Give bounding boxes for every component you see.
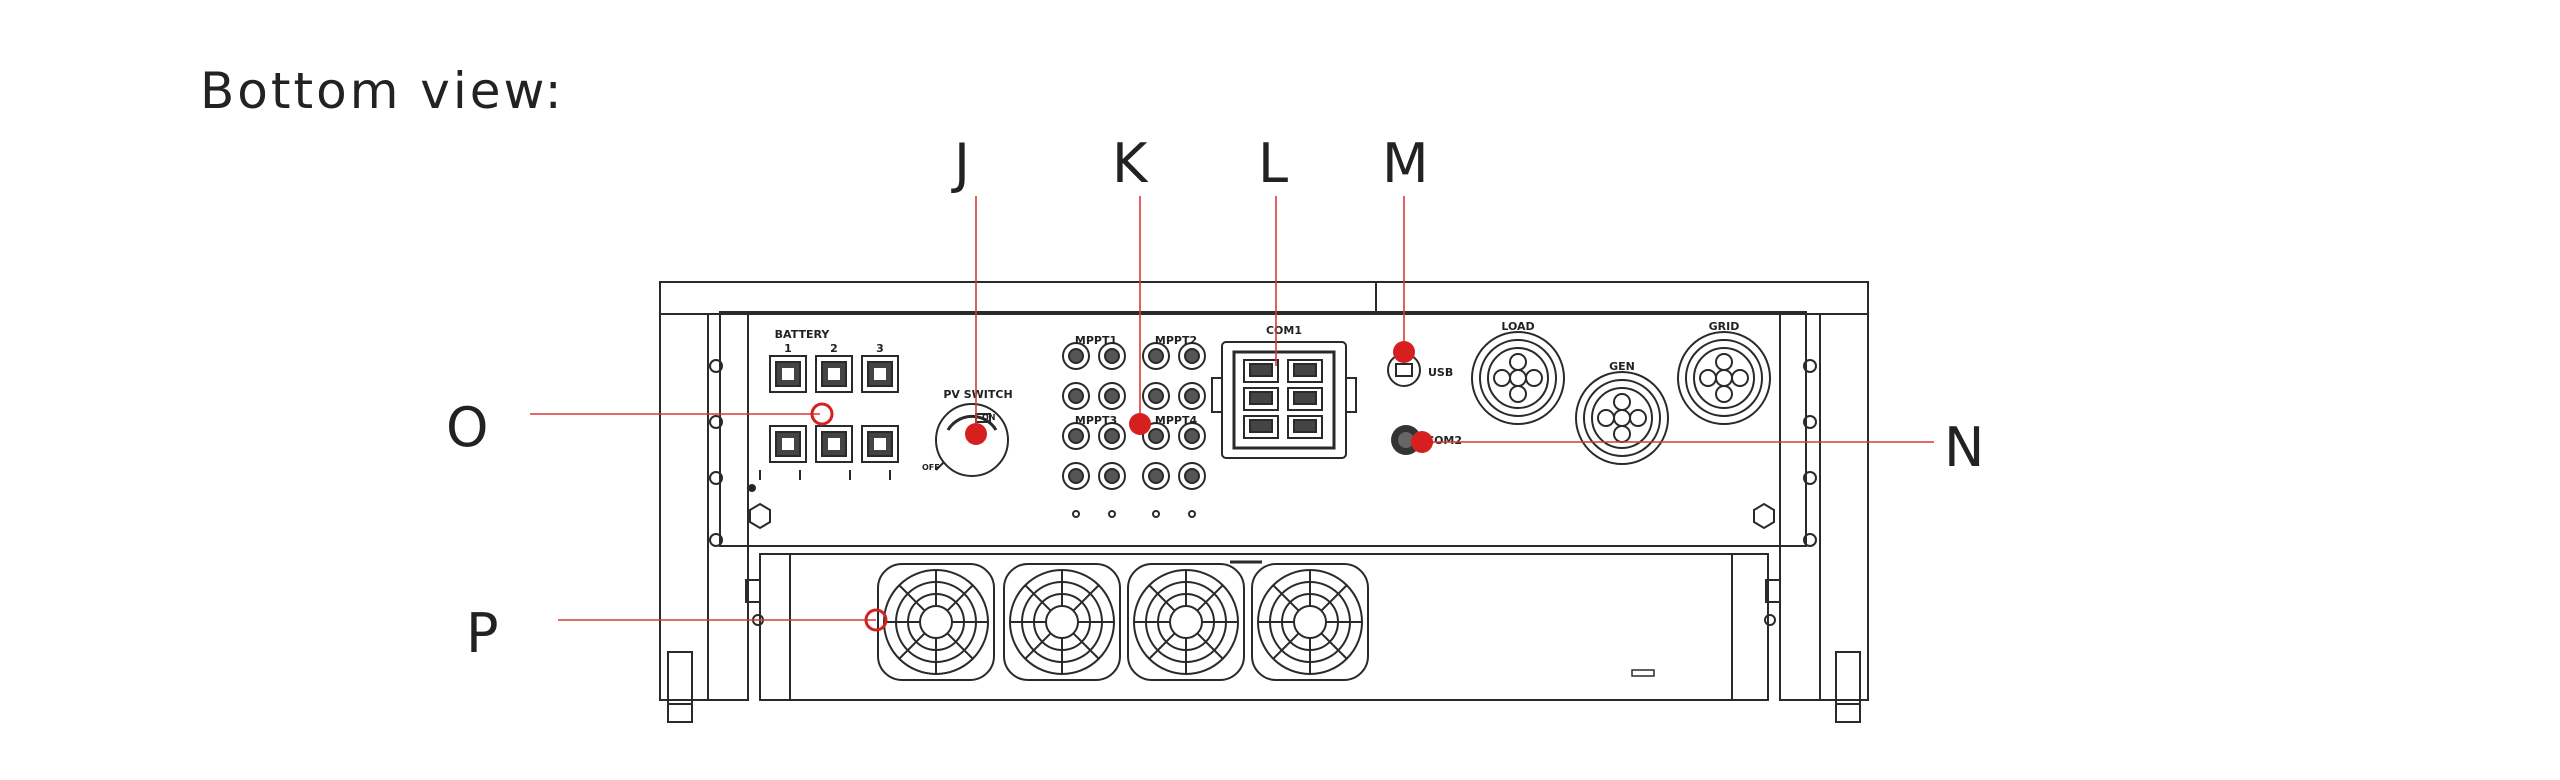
marker-p bbox=[864, 608, 888, 632]
marker-m bbox=[1393, 341, 1415, 363]
mppt1-label: MPPT1 bbox=[1075, 334, 1117, 347]
callout-k: K bbox=[1112, 132, 1149, 195]
com1-socket bbox=[1243, 387, 1279, 411]
pv-switch bbox=[935, 403, 1009, 477]
gen-label: GEN bbox=[1609, 360, 1635, 373]
mppt-connector-group bbox=[1062, 422, 1126, 490]
pv-on-label: ON bbox=[982, 413, 996, 422]
battery-connectors bbox=[748, 355, 899, 492]
cooling-fans bbox=[877, 563, 1369, 681]
callout-n: N bbox=[1944, 416, 1984, 479]
marker-k bbox=[1129, 413, 1151, 435]
connection-panel bbox=[719, 311, 1807, 547]
mppt-connector-group bbox=[1142, 422, 1206, 490]
hex-nut-left bbox=[749, 502, 771, 530]
callout-l: L bbox=[1258, 132, 1288, 195]
pv-switch-label: PV SWITCH bbox=[943, 388, 1012, 401]
fan bbox=[1127, 563, 1245, 681]
mppt2-label: MPPT2 bbox=[1155, 334, 1197, 347]
top-lid bbox=[659, 281, 1869, 315]
battery-1-label: 1 bbox=[784, 342, 792, 355]
com1-port bbox=[1211, 341, 1357, 459]
hex-nut-right bbox=[1753, 502, 1775, 530]
pv-off-label: OFF bbox=[922, 463, 940, 472]
com2-label: COM2 bbox=[1426, 434, 1462, 447]
callout-j: J bbox=[951, 132, 970, 195]
battery-terminal bbox=[769, 425, 807, 463]
battery-terminal bbox=[861, 355, 899, 393]
callout-m: M bbox=[1382, 132, 1429, 195]
callout-p: P bbox=[466, 602, 499, 665]
marker-n bbox=[1411, 431, 1433, 453]
com1-socket bbox=[1287, 415, 1323, 439]
battery-terminal bbox=[861, 425, 899, 463]
usb-label: USB bbox=[1428, 366, 1453, 379]
load-gland bbox=[1471, 331, 1565, 425]
com1-socket bbox=[1243, 415, 1279, 439]
gen-gland bbox=[1575, 371, 1669, 465]
marker-j bbox=[965, 423, 987, 445]
fan bbox=[877, 563, 995, 681]
battery-terminal bbox=[815, 425, 853, 463]
battery-2-label: 2 bbox=[830, 342, 838, 355]
mppt-connectors bbox=[1062, 342, 1206, 518]
battery-3-label: 3 bbox=[876, 342, 884, 355]
com1-socket bbox=[1287, 359, 1323, 383]
battery-terminal bbox=[769, 355, 807, 393]
mppt3-label: MPPT3 bbox=[1075, 414, 1117, 427]
callout-o: O bbox=[446, 396, 489, 459]
mppt-connector-group bbox=[1062, 342, 1126, 410]
mppt4-label: MPPT4 bbox=[1155, 414, 1198, 427]
right-bracket bbox=[1779, 314, 1869, 701]
com1-socket bbox=[1287, 387, 1323, 411]
load-label: LOAD bbox=[1501, 320, 1534, 333]
grid-gland bbox=[1677, 331, 1771, 425]
com1-socket bbox=[1243, 359, 1279, 383]
page-title: Bottom view: bbox=[200, 62, 565, 120]
fan bbox=[1003, 563, 1121, 681]
battery-label: BATTERY bbox=[775, 328, 831, 341]
left-bracket bbox=[659, 314, 749, 701]
fan bbox=[1251, 563, 1369, 681]
com1-label: COM1 bbox=[1266, 324, 1302, 337]
battery-terminal bbox=[815, 355, 853, 393]
mppt-connector-group bbox=[1142, 342, 1206, 410]
marker-o bbox=[810, 402, 834, 426]
grid-label: GRID bbox=[1709, 320, 1740, 333]
